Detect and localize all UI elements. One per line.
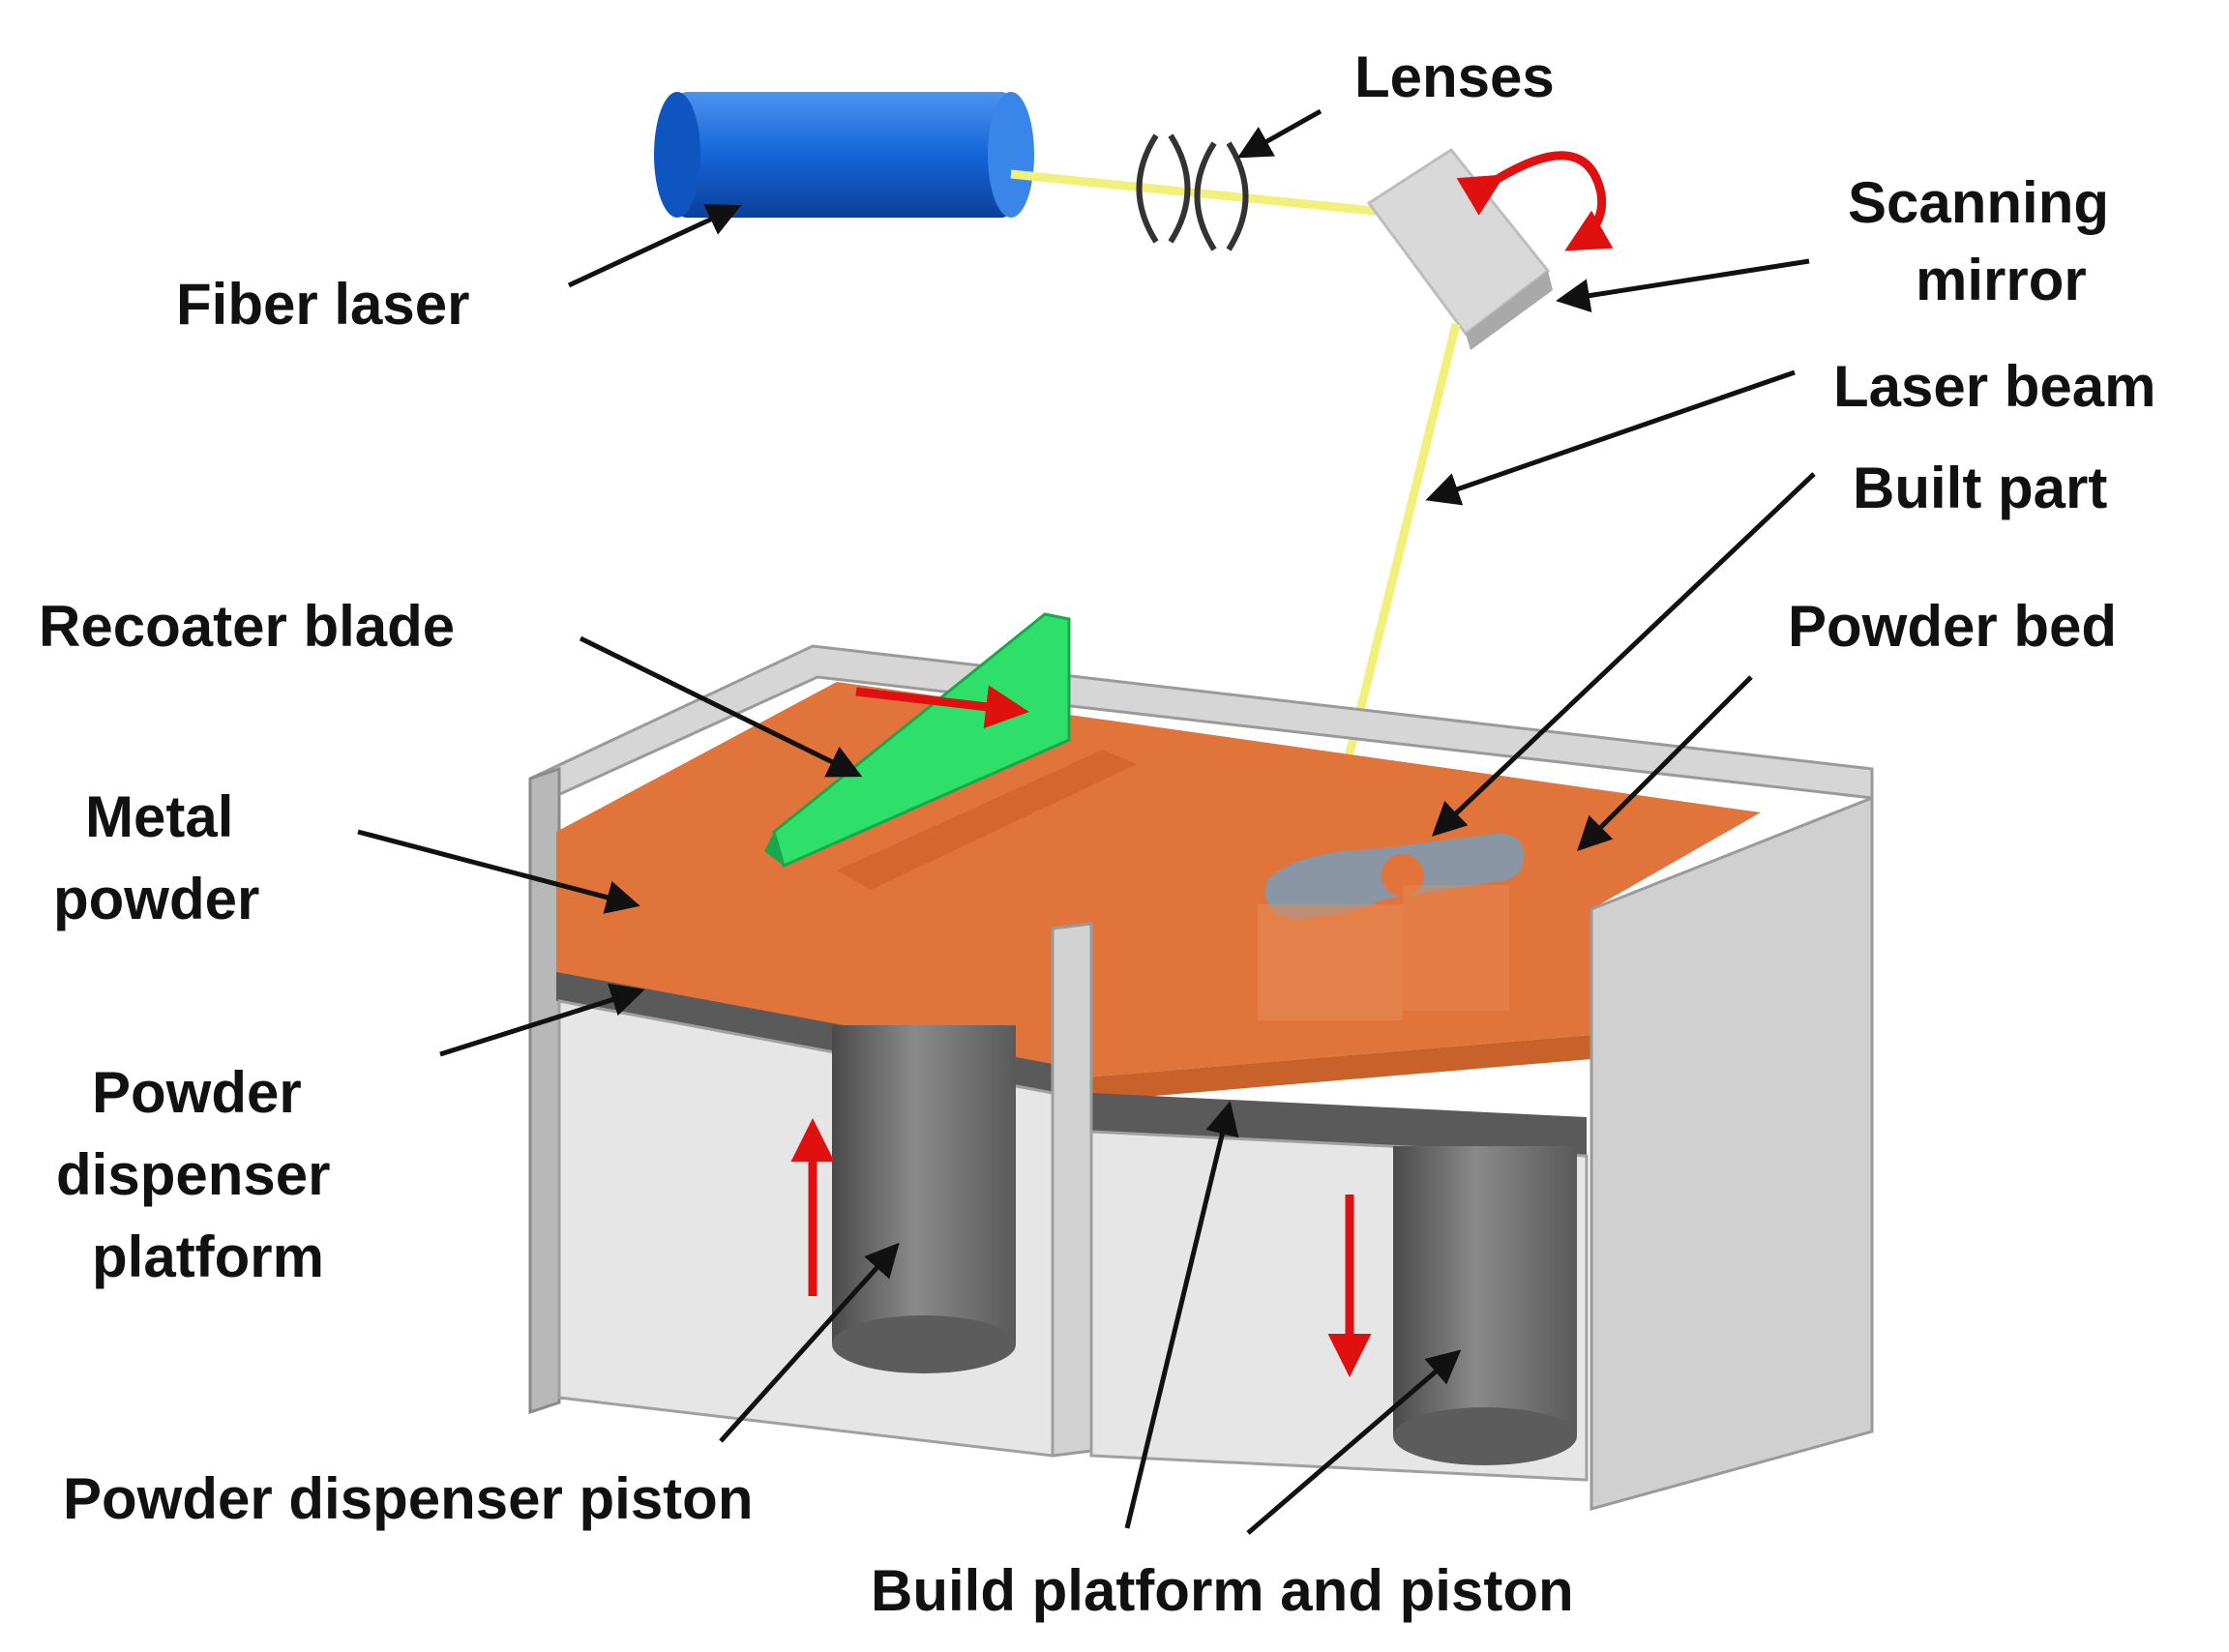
label-powder-dispenser-piston: Powder dispenser piston [63,1466,753,1531]
powder-dispenser-piston [832,1025,1016,1373]
label-laser-beam: Laser beam [1833,354,2156,419]
right-side-wall [1590,795,1874,1511]
build-piston [1393,1146,1577,1465]
mirror-rotation-arrow [1456,151,1614,251]
fiber-laser [654,92,1034,218]
label-powder-dispenser-platform-line3: platform [92,1224,324,1289]
label-recoater-blade: Recoater blade [39,594,455,659]
built-part [1258,833,1524,1020]
pointer-arrows [357,108,1816,1535]
label-scanning-mirror-line1: Scanning [1848,170,2109,235]
label-lenses: Lenses [1354,44,1555,109]
label-metal-powder-line2: powder [53,867,259,931]
recoater-blade [764,612,1071,869]
label-metal-powder-line1: Metal [85,784,233,849]
label-powder-dispenser-platform-line1: Powder [92,1060,302,1125]
recoater-motion-arrow [855,685,1029,729]
label-build-platform-and-piston: Build platform and piston [871,1558,1574,1623]
left-side-wall [528,766,561,1415]
label-powder-dispenser-platform-line2: dispenser [56,1142,330,1207]
laser-beam-horizontal [1010,169,1394,218]
scanning-mirror [1366,148,1553,350]
middle-divider-wall [1051,922,1093,1458]
label-powder-bed: Powder bed [1788,594,2117,659]
label-built-part: Built part [1853,456,2107,520]
lenses [1136,133,1249,251]
label-scanning-mirror-line2: mirror [1916,248,2087,312]
label-fiber-laser: Fiber laser [176,272,470,337]
